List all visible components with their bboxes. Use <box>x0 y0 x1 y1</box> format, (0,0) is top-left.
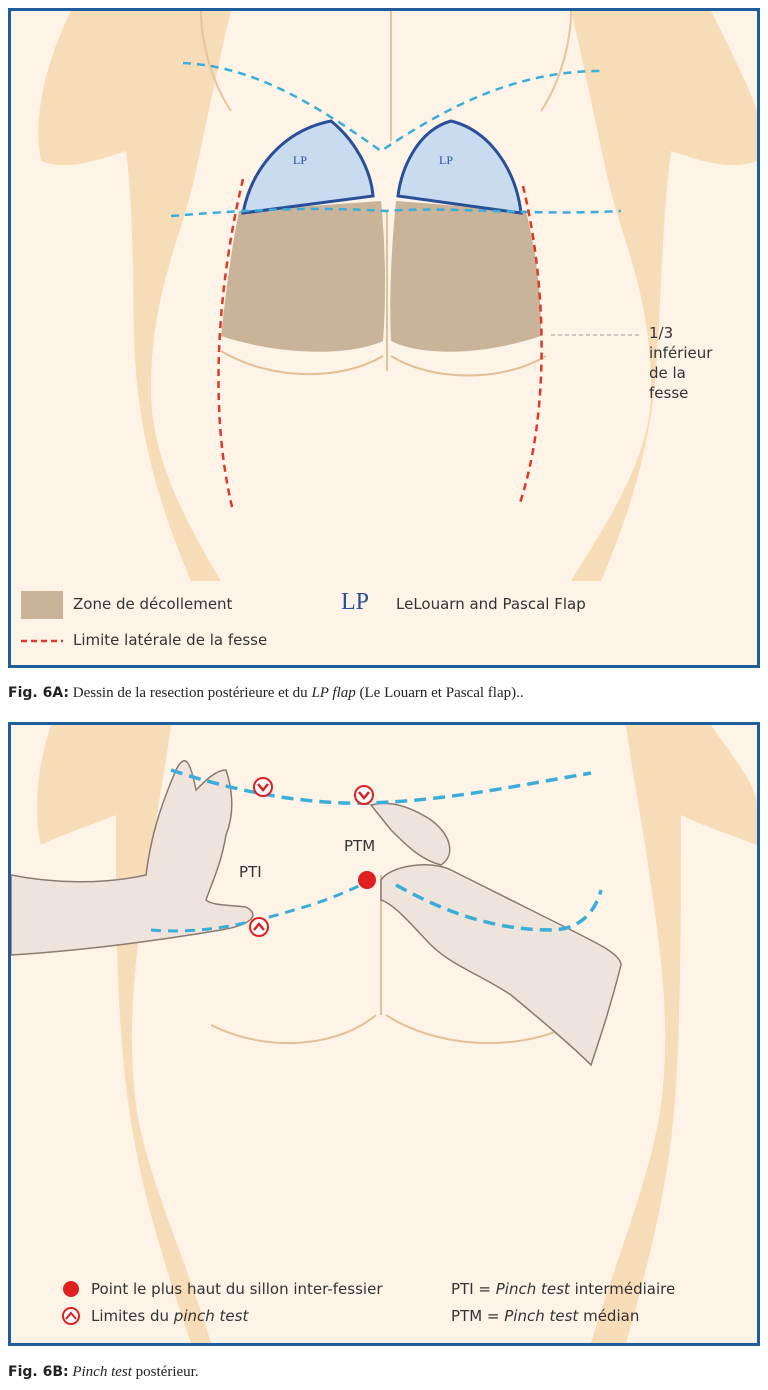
figure-6a-panel: LP LP 1/3 inférieur de la fesse Zone de … <box>8 8 760 668</box>
decollement-zone-left <box>221 201 386 352</box>
caption-a-text-1: Dessin de la resection postérieure et du <box>69 685 312 701</box>
lp-flap-left <box>241 119 375 215</box>
legend-point-symbol <box>63 1281 79 1297</box>
caption-a-italic: LP flap <box>311 685 356 701</box>
figure-6a-number: Fig. 6A: <box>8 685 70 701</box>
caption-b-italic: Pinch test <box>72 1364 132 1380</box>
pinch-limit-marker-left-bottom <box>249 917 269 937</box>
lateral-limit-left <box>217 178 245 512</box>
legend-ptm-italic: Pinch test <box>504 1307 579 1325</box>
lower-pinch-line <box>150 878 372 933</box>
legend-limit-label: Limite latérale de la fesse <box>73 631 268 649</box>
caption-b-text: postérieur. <box>131 1364 199 1380</box>
annotation-line-2: inférieur <box>649 344 713 362</box>
legend-ptm-suffix: médian <box>578 1307 640 1325</box>
figure-6a-caption: Fig. 6A: Dessin de la resection postérie… <box>8 685 524 702</box>
pinch-limit-marker-median-top <box>354 785 374 805</box>
body-silhouette-b <box>36 725 757 1343</box>
lateral-limit-right <box>517 185 543 507</box>
lp-flap-right <box>396 119 523 215</box>
legend-pti-suffix: intermédiaire <box>569 1280 676 1298</box>
legend-ptm-prefix: PTM = <box>451 1307 505 1325</box>
legend-pti-definition: PTI = Pinch test intermédiaire <box>451 1280 675 1298</box>
pinch-limit-marker-left-top <box>253 777 273 797</box>
figure-6b-illustration <box>11 725 757 1343</box>
intergluteal-highest-point <box>358 871 376 889</box>
inferior-third-annotation: 1/3 inférieur de la fesse <box>649 323 712 403</box>
legend-limits-prefix: Limites du <box>91 1307 174 1325</box>
legend-lp-label: LeLouarn and Pascal Flap <box>396 595 586 613</box>
body-silhouette <box>38 11 757 581</box>
ptm-label: PTM <box>344 837 376 855</box>
figure-6b-caption: Fig. 6B: Pinch test postérieur. <box>8 1364 199 1381</box>
figure-6a-illustration <box>21 11 757 643</box>
annotation-line-1: 1/3 <box>649 324 674 342</box>
annotation-line-4: fesse <box>649 384 689 402</box>
right-hand <box>380 864 622 1067</box>
legend-limits-italic: pinch test <box>173 1307 249 1325</box>
legend-lp-symbol: LP <box>341 589 370 615</box>
figure-6b-panel: PTI PTM Point le plus haut du sillon int… <box>8 722 760 1346</box>
legend-zone-label: Zone de décollement <box>73 595 233 613</box>
pti-label: PTI <box>239 863 262 881</box>
legend-limit-symbol <box>62 1307 80 1325</box>
legend-ptm-definition: PTM = Pinch test médian <box>451 1307 639 1325</box>
figure-6b-number: Fig. 6B: <box>8 1364 69 1380</box>
right-pinch-line <box>395 883 603 932</box>
legend-pti-prefix: PTI = <box>451 1280 496 1298</box>
lp-flap-right-label: LP <box>439 153 454 167</box>
upper-pinch-line <box>170 768 592 805</box>
decollement-zone-right <box>390 201 541 352</box>
annotation-line-3: de la <box>649 364 686 382</box>
legend-zone-swatch <box>21 591 63 619</box>
legend-point-label: Point le plus haut du sillon inter-fessi… <box>91 1280 383 1298</box>
lower-resection-line <box>170 207 622 218</box>
legend-pti-italic: Pinch test <box>495 1280 570 1298</box>
lp-flap-left-label: LP <box>293 153 308 167</box>
legend-limits-label: Limites du pinch test <box>91 1307 248 1325</box>
caption-a-text-2: (Le Louarn et Pascal flap).. <box>355 685 524 701</box>
upper-resection-line <box>182 61 602 153</box>
left-hand <box>11 760 254 956</box>
